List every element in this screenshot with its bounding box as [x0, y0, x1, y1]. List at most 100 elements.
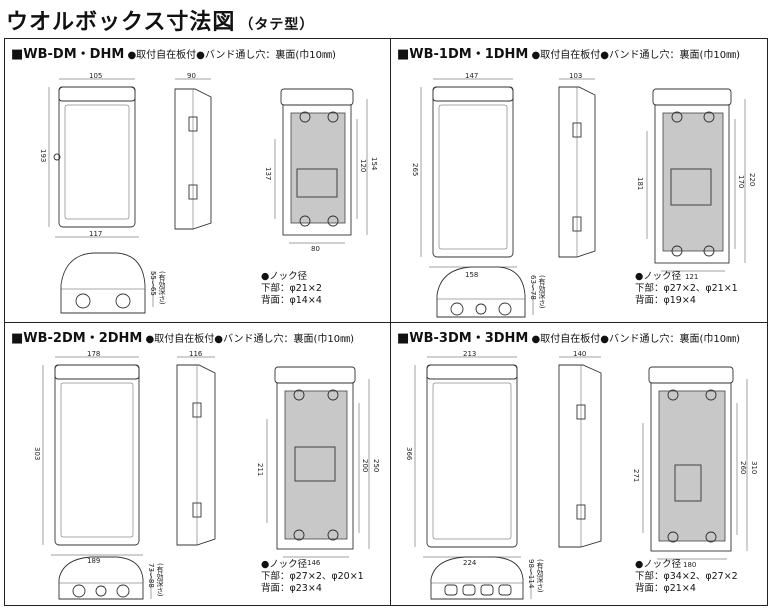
front-cover: [426, 364, 518, 548]
inner-base: [650, 382, 732, 552]
knockout-back: 背面：φ14×4: [261, 295, 322, 306]
knockout-back: 背面：φ23×4: [261, 583, 322, 594]
dim-front-width: 178: [87, 350, 101, 358]
breaker: [296, 168, 338, 198]
front-cover: [54, 364, 140, 546]
bottom-view: [58, 556, 144, 600]
dim-inner-width: 121: [685, 273, 699, 281]
breaker: [670, 168, 712, 206]
dim-side-width: 90: [187, 72, 196, 80]
dim-inner-h3: 154: [370, 157, 378, 171]
dim-side-width: 140: [573, 350, 587, 358]
dim-front-width: 213: [463, 350, 477, 358]
dim-inner-h1: 211: [256, 463, 264, 477]
dim-inner-h1: 137: [264, 167, 272, 181]
diagram-grid: ■WB-DM・DHM ●取付自在板付●バンド通し穴：裏面(巾10㎜): [4, 38, 768, 606]
spec-text: ●取付自在板付●バンド通し穴：裏面(巾10㎜): [531, 334, 741, 345]
dim-bottom-width: 189: [87, 557, 101, 565]
spec-text: ●取付自在板付●バンド通し穴：裏面(巾10㎜): [145, 334, 355, 345]
dim-inner-h3: 220: [748, 173, 756, 187]
front-cover: [432, 86, 514, 258]
inner-base: [654, 104, 730, 264]
dim-height: 303: [33, 447, 41, 461]
inner-base: [276, 382, 354, 550]
knockout-bottom: 下部：φ34×2、φ27×2: [635, 571, 738, 582]
panel-header: ■WB-1DM・1DHM ●取付自在板付●バンド通し穴：裏面(巾10㎜): [397, 43, 740, 62]
spec-text: ●取付自在板付●バンド通し穴：裏面(巾10㎜): [127, 50, 336, 61]
side-view: [174, 88, 212, 230]
dim-depth: 63～78: [529, 275, 537, 300]
knockout-title: ●ノック径: [261, 271, 308, 282]
dim-depth: 98～114: [527, 559, 535, 589]
breaker: [674, 464, 702, 502]
dim-side-width: 103: [569, 72, 583, 80]
mounting-plate: [284, 390, 348, 540]
inner-top: [280, 88, 354, 106]
mounting-plate: [658, 390, 726, 542]
dim-inner-width: 146: [307, 559, 321, 567]
dim-front-width: 105: [89, 72, 103, 80]
dim-height: 366: [405, 447, 413, 461]
knockout-info: ●ノック径 下部：φ27×2、φ21×1 背面：φ19×4: [635, 271, 738, 307]
side-view: [558, 364, 602, 548]
dim-height: 193: [39, 149, 47, 163]
dim-bottom-width: 158: [465, 271, 479, 279]
page-subtitle: （タテ型）: [239, 17, 315, 33]
knockout-info: ●ノック径 下部：φ21×2 背面：φ14×4: [261, 271, 322, 307]
panel-wb-1dm: ■WB-1DM・1DHM ●取付自在板付●バンド通し穴：裏面(巾10㎜): [391, 39, 767, 323]
bottom-view: [60, 252, 146, 314]
dim-front-width: 147: [465, 72, 479, 80]
panel-wb-dm: ■WB-DM・DHM ●取付自在板付●バンド通し穴：裏面(巾10㎜): [5, 39, 391, 323]
knockout-title: ●ノック径: [635, 559, 682, 570]
knockout-title: ●ノック径: [635, 271, 682, 282]
knockout-bottom: 下部：φ27×2、φ21×1: [635, 283, 738, 294]
spec-text: ●取付自在板付●バンド通し穴：裏面(巾10㎜): [531, 50, 741, 61]
model-name: ■WB-2DM・2DHM: [11, 331, 143, 346]
dim-height: 265: [411, 163, 419, 177]
panel-wb-2dm: ■WB-2DM・2DHM ●取付自在板付●バンド通し穴：裏面(巾10㎜): [5, 323, 391, 605]
side-view: [176, 364, 216, 546]
dim-depth-note: (有効深さ): [156, 563, 164, 597]
box-drawing: [42, 356, 370, 600]
front-cover-top: [58, 86, 136, 102]
model-name: ■WB-DM・DHM: [11, 47, 125, 62]
knockout-back: 背面：φ19×4: [635, 295, 696, 306]
knockout-back: 背面：φ21×4: [635, 583, 696, 594]
dim-depth-note: (有効深さ): [158, 271, 166, 305]
inner-base: [282, 104, 352, 236]
page-title-text: ウオルボックス寸法図: [6, 10, 236, 35]
dim-inner-h2: 200: [361, 459, 369, 473]
knockout-info: ●ノック径 下部：φ34×2、φ27×2 背面：φ21×4: [635, 559, 738, 595]
dim-inner-width: 80: [311, 245, 320, 253]
panel-header: ■WB-3DM・3DHM ●取付自在板付●バンド通し穴：裏面(巾10㎜): [397, 327, 740, 346]
side-view: [558, 86, 596, 258]
page-title: ウオルボックス寸法図（タテ型）: [6, 4, 314, 36]
dim-inner-width: 180: [683, 561, 697, 569]
dim-inner-h3: 250: [372, 459, 380, 473]
front-cover: [58, 86, 136, 228]
knockout-bottom: 下部：φ21×2: [261, 283, 322, 294]
box-drawing: [48, 78, 368, 314]
dim-inner-h2: 170: [737, 175, 745, 189]
dim-depth-note: (有効深さ): [536, 559, 544, 593]
mounting-plate: [662, 112, 724, 252]
panel-header: ■WB-DM・DHM ●取付自在板付●バンド通し穴：裏面(巾10㎜): [11, 43, 336, 62]
breaker: [294, 446, 336, 482]
mounting-plate: [290, 112, 346, 224]
knockout-title: ●ノック径: [261, 559, 308, 570]
bottom-view: [436, 266, 526, 318]
model-name: ■WB-1DM・1DHM: [397, 47, 529, 62]
dim-inner-h2: 120: [359, 159, 367, 173]
dim-side-width: 116: [189, 350, 203, 358]
knockout-bottom: 下部：φ27×2、φ20×1: [261, 571, 364, 582]
dim-depth: 73～88: [147, 563, 155, 588]
panel-wb-3dm: ■WB-3DM・3DHM ●取付自在板付●バンド通し穴：裏面(巾10㎜): [391, 323, 767, 605]
dim-depth-note: (有効深さ): [538, 275, 546, 309]
box-drawing: [420, 78, 746, 318]
dim-inner-h1: 271: [632, 469, 640, 483]
panel-header: ■WB-2DM・2DHM ●取付自在板付●バンド通し穴：裏面(巾10㎜): [11, 327, 354, 346]
knockout-info: ●ノック径 下部：φ27×2、φ20×1 背面：φ23×4: [261, 559, 364, 595]
dim-inner-h3: 310: [750, 461, 758, 475]
dim-bottom-width: 117: [89, 230, 103, 238]
dim-bottom-width: 224: [463, 559, 477, 567]
